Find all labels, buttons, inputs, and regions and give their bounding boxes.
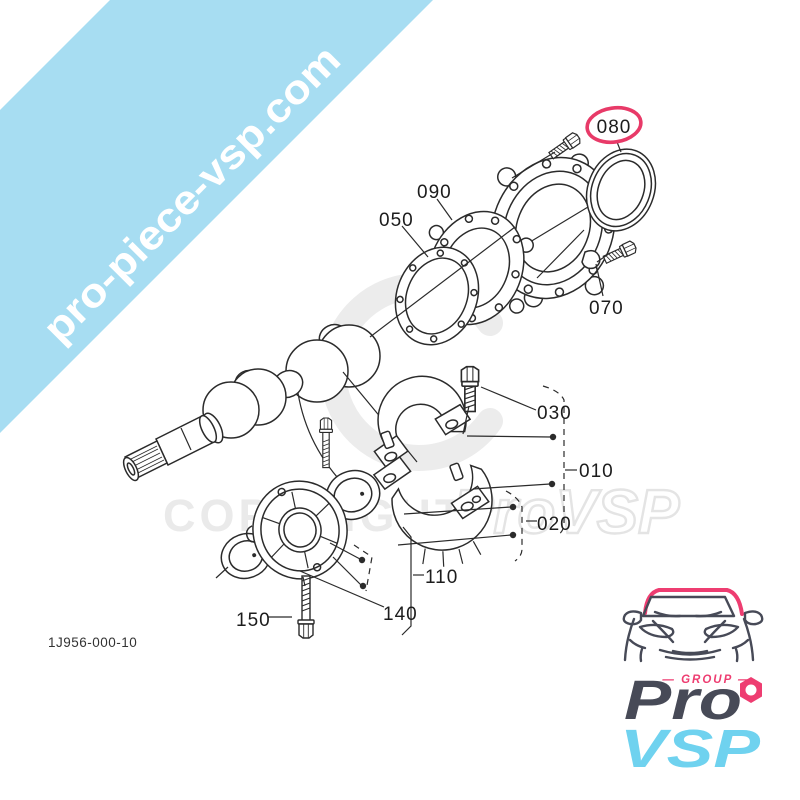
banner-stripe [0,0,433,433]
label-090: 090 [417,182,452,203]
label-030: 030 [537,403,572,424]
upper-bearing-cap [373,375,472,468]
oil-seal-080 [585,148,657,232]
drawing-number: 1J956-000-10 [48,635,137,650]
roll-pin-2 [449,462,464,482]
bracket-020 [505,490,523,562]
callout-leaders [268,141,622,636]
bracket-010 [542,385,565,537]
car-roof-accent [643,588,744,616]
logo-name-top: Pro [624,668,742,731]
callout-labels: 050 090 080 070 030 010 020 110 140 150 [236,105,643,631]
bracket-110 [401,526,412,636]
logo-name-bottom: VSP [620,719,761,779]
logo-group-label: — GROUP — [661,674,751,686]
bearing-holder-flange [245,480,348,580]
car-mirror-left [622,610,643,626]
side-stud-bolt [319,417,333,469]
roll-pin-1 [380,430,395,450]
label-050: 050 [379,210,414,231]
label-080: 080 [597,117,632,138]
bolt-150 [297,575,315,639]
provsp-logo: — GROUP — Pro VSP [620,588,764,779]
car-windshield [641,595,736,618]
label-140: 140 [383,604,418,625]
stud-boss [581,249,601,270]
hex-nut-hole [745,684,757,696]
bracket-140 [353,544,373,592]
gasket-050 [394,246,480,346]
logo-car-sketch [622,588,764,663]
highlight-circle-080 [585,105,643,145]
label-020: 020 [537,514,572,535]
label-010: 010 [579,461,614,482]
car-mirror-right [743,610,764,626]
label-150: 150 [236,610,271,631]
axis-line [369,226,516,338]
label-110: 110 [425,567,458,588]
label-070: 070 [589,298,624,319]
crankshaft [122,323,418,489]
